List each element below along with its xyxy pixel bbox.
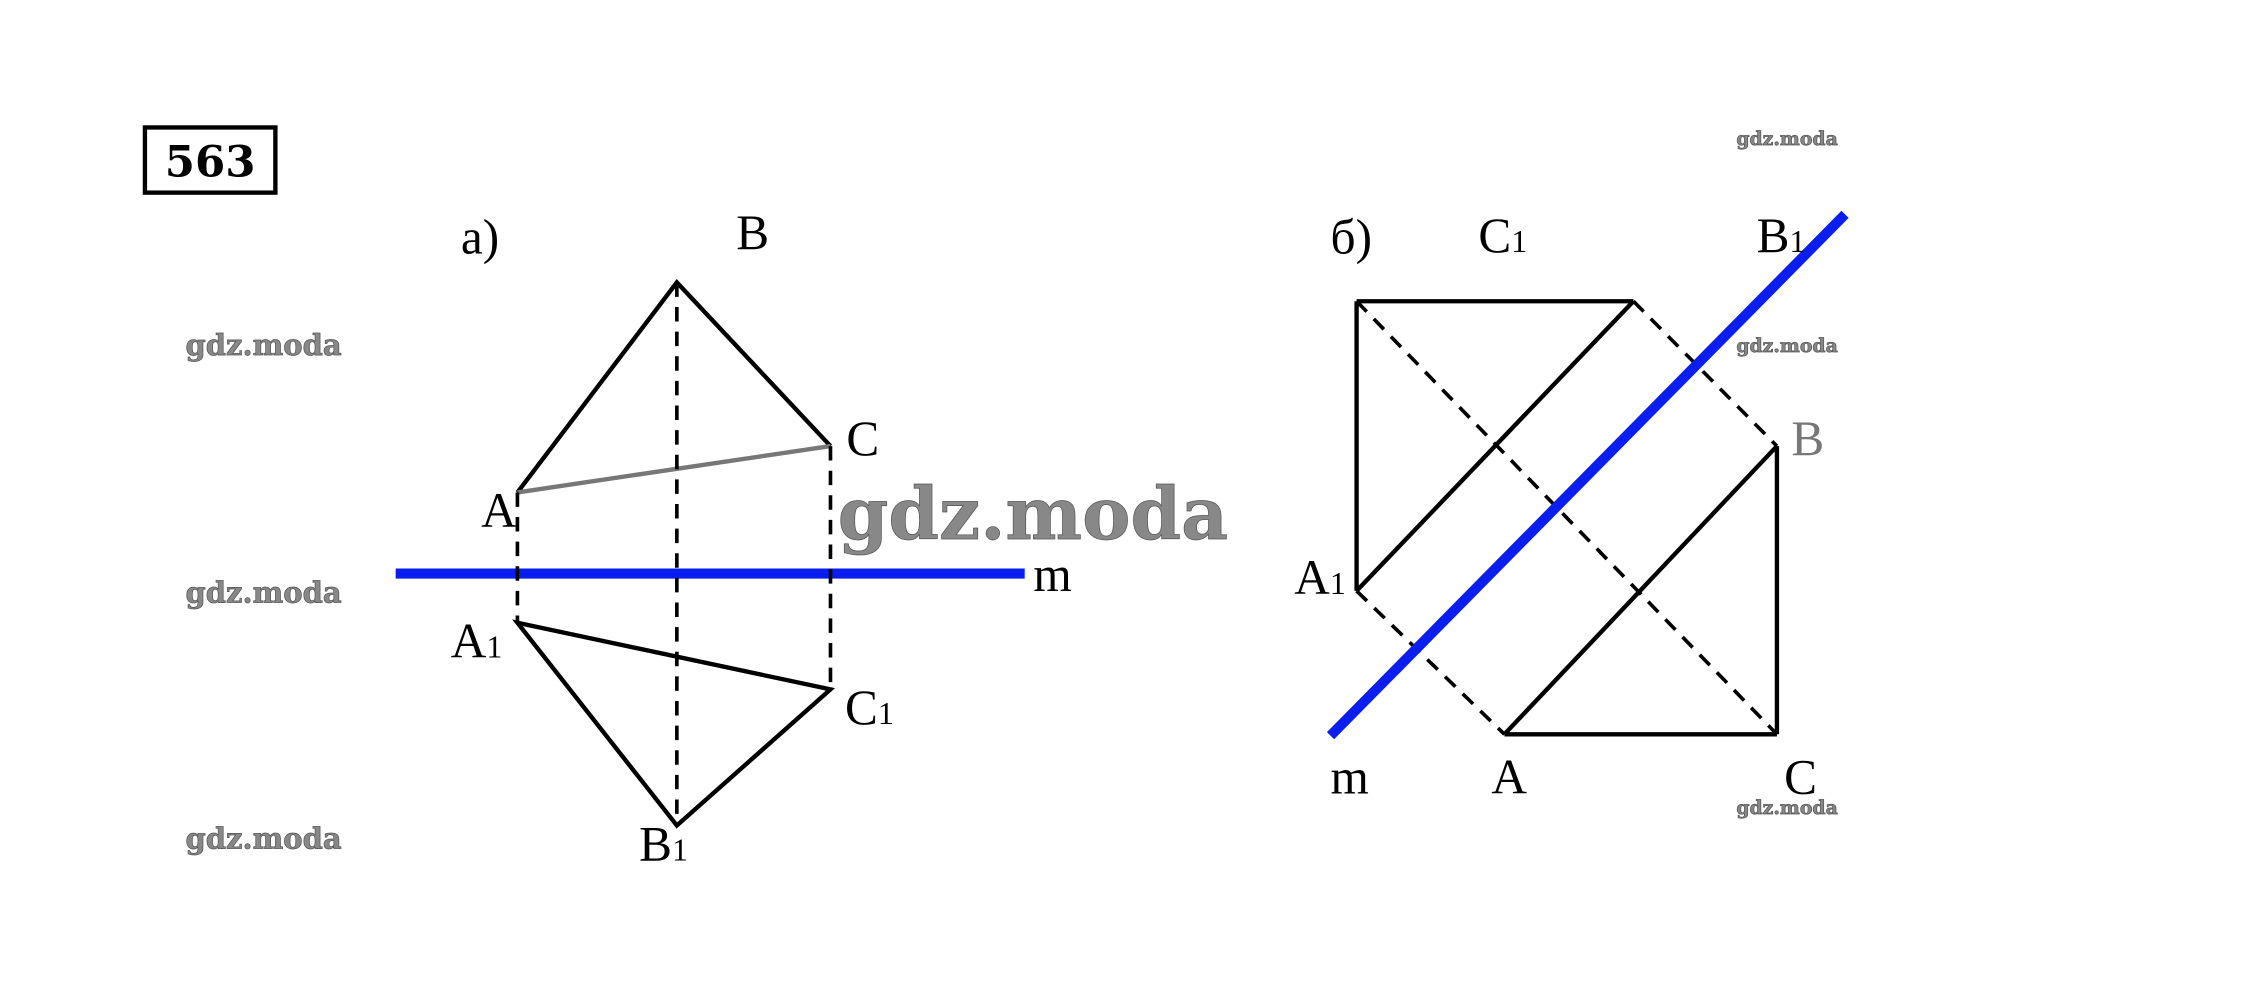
triangle-abc — [515, 279, 833, 494]
problem-number: 563 — [165, 137, 256, 188]
segment-ac — [517, 443, 831, 495]
label-C: C — [1784, 750, 1817, 805]
label-B1: B1 — [639, 816, 688, 871]
watermark: gdz.moda — [186, 822, 342, 856]
label-A: A — [1491, 750, 1527, 805]
watermark: gdz.moda — [186, 328, 342, 362]
label-C1: C1 — [845, 680, 894, 735]
watermark: gdz.moda — [1736, 797, 1837, 819]
dash-b1b — [1632, 299, 1779, 448]
problem-number-box — [142, 125, 278, 195]
watermark: gdz.moda — [186, 575, 342, 609]
label-A1: A1 — [451, 614, 503, 669]
label-m: m — [1033, 547, 1071, 602]
watermark-large: gdz.moda — [838, 472, 1228, 557]
dash-a1a — [1355, 589, 1506, 736]
part-a-label: а) — [461, 209, 499, 264]
watermark: gdz.moda — [1736, 335, 1837, 357]
label-A: A — [481, 483, 517, 538]
label-C1: C1 — [1478, 208, 1527, 263]
label-B1: B1 — [1757, 208, 1806, 263]
label-C: C — [846, 411, 879, 466]
watermark: gdz.moda — [1736, 128, 1837, 150]
label-m: m — [1331, 750, 1369, 805]
line-m-b — [1326, 210, 1849, 740]
figure-a: а) B C A m A1 C1 B1 — [395, 205, 1072, 871]
part-b-label: б) — [1331, 209, 1372, 264]
label-B: B — [736, 205, 769, 260]
label-A1: A1 — [1294, 550, 1346, 605]
segment-ab — [1502, 444, 1779, 736]
label-B: B — [1791, 411, 1824, 466]
figure-b: б) C1 B1 B A1 m A C — [1294, 208, 1849, 805]
dash-c1c — [1355, 299, 1779, 736]
triangle-a1b1c1 — [512, 619, 836, 829]
